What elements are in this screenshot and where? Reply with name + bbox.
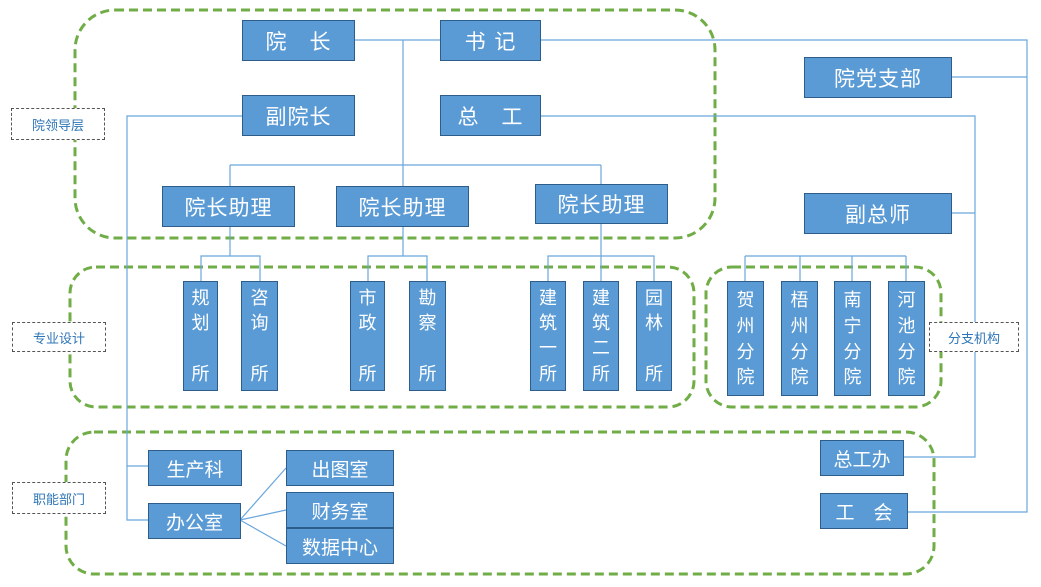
group-professional (68, 265, 696, 409)
dept-planning-char-4: 所 (191, 364, 210, 385)
box-chief-eng-office[interactable]: 总工办 (820, 440, 904, 476)
box-data-center[interactable]: 数据中心 (286, 528, 394, 564)
dept-municipal-char-1: 市 (358, 288, 377, 309)
dept-landscape[interactable]: 园 林 所 (636, 281, 672, 391)
dept-arch-1-char-3: 一 (539, 338, 557, 359)
dept-arch-1[interactable]: 建 筑 一 所 (530, 281, 566, 391)
label-leadership: 院领导层 (11, 108, 105, 140)
dept-survey-char-1: 勘 (418, 288, 437, 309)
branch-wuzhou-char-3: 分 (790, 342, 809, 363)
box-drawing-room[interactable]: 出图室 (286, 450, 394, 486)
box-chief-engineer[interactable]: 总 工 (440, 95, 541, 136)
branch-hechi-char-4: 院 (897, 367, 916, 388)
box-president[interactable]: 院 长 (242, 20, 355, 61)
branch-hezhou-char-3: 分 (736, 342, 755, 363)
box-production[interactable]: 生产科 (148, 450, 242, 486)
dept-arch-2-char-2: 筑 (592, 313, 610, 334)
dept-arch-2-char-4: 所 (592, 364, 610, 385)
branch-hezhou-char-1: 贺 (736, 290, 755, 311)
dept-consulting-char-1: 咨 (250, 288, 269, 309)
dept-planning-char-2: 划 (191, 313, 210, 334)
box-assistant-1[interactable]: 院长助理 (162, 186, 295, 227)
branch-nanning-char-3: 分 (843, 342, 862, 363)
dept-municipal-char-2: 政 (358, 313, 377, 334)
dept-arch-2-char-3: 二 (592, 338, 610, 359)
dept-consulting-char-2: 询 (250, 313, 269, 334)
dept-survey-char-4: 所 (418, 364, 437, 385)
dept-municipal[interactable]: 市 政 所 (350, 281, 385, 391)
dept-landscape-char-1: 园 (645, 288, 663, 309)
dept-arch-1-char-4: 所 (539, 364, 557, 385)
dept-landscape-char-2: 林 (645, 313, 663, 334)
dept-arch-1-char-2: 筑 (539, 313, 557, 334)
branch-nanning-char-4: 院 (843, 367, 862, 388)
branch-hezhou-char-2: 州 (736, 316, 755, 337)
branch-wuzhou-char-4: 院 (790, 367, 809, 388)
branch-nanning-char-2: 宁 (843, 316, 862, 337)
branch-wuzhou-char-1: 梧 (790, 290, 809, 311)
box-assistant-3[interactable]: 院长助理 (535, 184, 668, 224)
dept-survey[interactable]: 勘 察 所 (409, 281, 446, 391)
dept-planning[interactable]: 规 划 所 (183, 281, 218, 391)
branch-hezhou-char-4: 院 (736, 367, 755, 388)
dept-arch-2-char-1: 建 (592, 288, 610, 309)
box-finance-room[interactable]: 财务室 (286, 492, 394, 528)
branch-wuzhou-char-2: 州 (790, 316, 809, 337)
dept-survey-char-2: 察 (418, 313, 437, 334)
branch-hechi-char-1: 河 (897, 290, 916, 311)
branch-hechi-char-3: 分 (897, 342, 916, 363)
branch-hechi-char-2: 池 (897, 316, 916, 337)
dept-arch-2[interactable]: 建 筑 二 所 (583, 281, 619, 391)
branch-wuzhou[interactable]: 梧 州 分 院 (781, 281, 818, 396)
box-party-branch[interactable]: 院党支部 (804, 57, 952, 98)
box-office[interactable]: 办公室 (148, 503, 241, 539)
box-union[interactable]: 工 会 (820, 493, 908, 529)
box-vice-president[interactable]: 副院长 (242, 95, 355, 136)
label-branch: 分支机构 (929, 322, 1019, 352)
branch-hezhou[interactable]: 贺 州 分 院 (727, 281, 764, 396)
label-professional: 专业设计 (12, 322, 106, 352)
branch-nanning[interactable]: 南 宁 分 院 (834, 281, 871, 396)
box-secretary[interactable]: 书 记 (440, 20, 541, 61)
dept-arch-1-char-1: 建 (539, 288, 557, 309)
dept-municipal-char-4: 所 (358, 364, 377, 385)
branch-hechi[interactable]: 河 池 分 院 (888, 281, 925, 396)
box-assistant-2[interactable]: 院长助理 (336, 186, 469, 227)
label-functional: 职能部门 (12, 482, 106, 514)
branch-nanning-char-1: 南 (843, 290, 862, 311)
dept-consulting[interactable]: 咨 询 所 (241, 281, 278, 391)
dept-consulting-char-4: 所 (250, 364, 269, 385)
dept-landscape-char-4: 所 (645, 364, 663, 385)
dept-planning-char-1: 规 (191, 288, 210, 309)
box-deputy-chief-engineer[interactable]: 副总师 (804, 193, 952, 234)
